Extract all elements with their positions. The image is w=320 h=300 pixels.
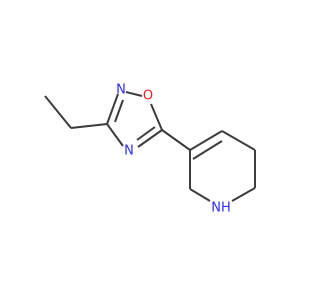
- bond-c5-n4-double-inner: [136, 126, 156, 141]
- structure-drawing: N O N NH: [44, 83, 256, 216]
- bond-ring-c3-c4-double-inner: [192, 140, 223, 160]
- bond-o1-c5: [150, 103, 163, 131]
- bond-c5-ring: [161, 129, 191, 151]
- bond-ring-c3-c4-double-outer: [189, 130, 223, 151]
- bond-ring-n1-c2: [189, 188, 211, 202]
- bond-c5-n4-double-outer: [137, 129, 163, 148]
- bond-c3-n2-double-outer: [106, 93, 119, 125]
- bond-ch2-c3: [70, 123, 108, 129]
- bond-c3-n2-double-inner: [114, 99, 124, 123]
- bond-n4-c3: [106, 123, 124, 147]
- atom-label-n2: N: [116, 83, 126, 98]
- atom-label-nh: NH: [211, 201, 231, 216]
- atom-label-o1: O: [143, 89, 153, 104]
- bond-n2-o1: [125, 91, 143, 97]
- atom-label-n4: N: [124, 144, 134, 159]
- bond-ring-c6-n1: [231, 187, 256, 202]
- bond-ch3-ch2: [44, 95, 72, 129]
- molecule-canvas: N O N NH: [44, 82, 256, 216]
- bond-ring-c4-c5: [221, 130, 256, 151]
